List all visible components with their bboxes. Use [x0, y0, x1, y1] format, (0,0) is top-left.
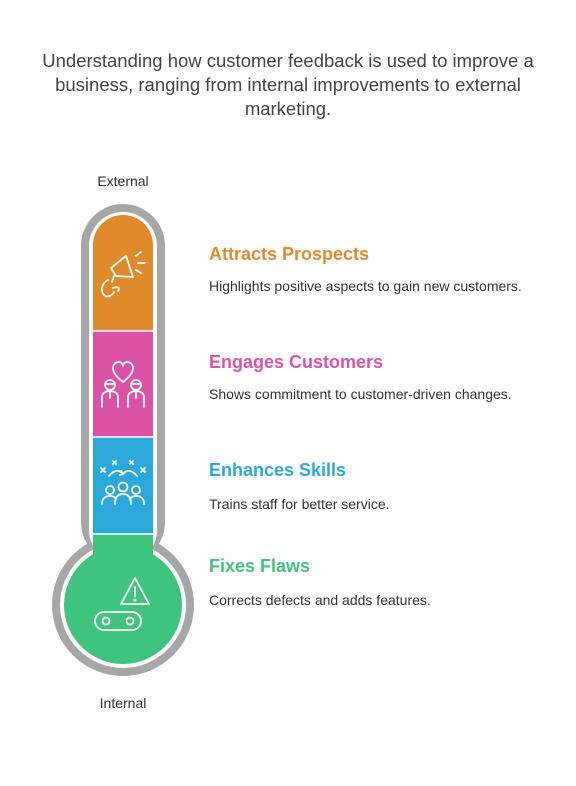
item-description: Corrects defects and adds features. — [209, 592, 431, 608]
scale-bottom-label: Internal — [99, 695, 147, 711]
item-enhances-skills: Enhances Skills Trains staff for better … — [209, 459, 539, 513]
team-training-icon — [100, 460, 146, 505]
segment-fixes-flaws — [64, 534, 182, 664]
heart-people-icon — [101, 361, 145, 408]
warning-conveyor-icon — [94, 577, 150, 631]
item-attracts-prospects: Attracts Prospects Highlights positive a… — [209, 243, 539, 295]
segment-engages-customers — [93, 331, 153, 437]
item-title: Enhances Skills — [209, 460, 347, 480]
segment-attracts-prospects — [93, 215, 153, 331]
scale-top-label: External — [97, 173, 149, 189]
diagram-title: Understanding how customer feedback is u… — [42, 50, 534, 119]
segment-enhances-skills — [93, 437, 153, 534]
item-fixes-flaws: Fixes Flaws Corrects defects and adds fe… — [209, 555, 539, 609]
item-description: Shows commitment to customer-driven chan… — [209, 386, 512, 402]
item-description: Trains staff for better service. — [209, 496, 390, 512]
item-title: Engages Customers — [209, 352, 384, 372]
item-engages-customers: Engages Customers Shows commitment to cu… — [209, 351, 539, 403]
megaphone-icon — [101, 251, 146, 298]
item-title: Attracts Prospects — [209, 244, 370, 264]
item-title: Fixes Flaws — [209, 556, 311, 576]
item-description: Highlights positive aspects to gain new … — [209, 278, 522, 294]
